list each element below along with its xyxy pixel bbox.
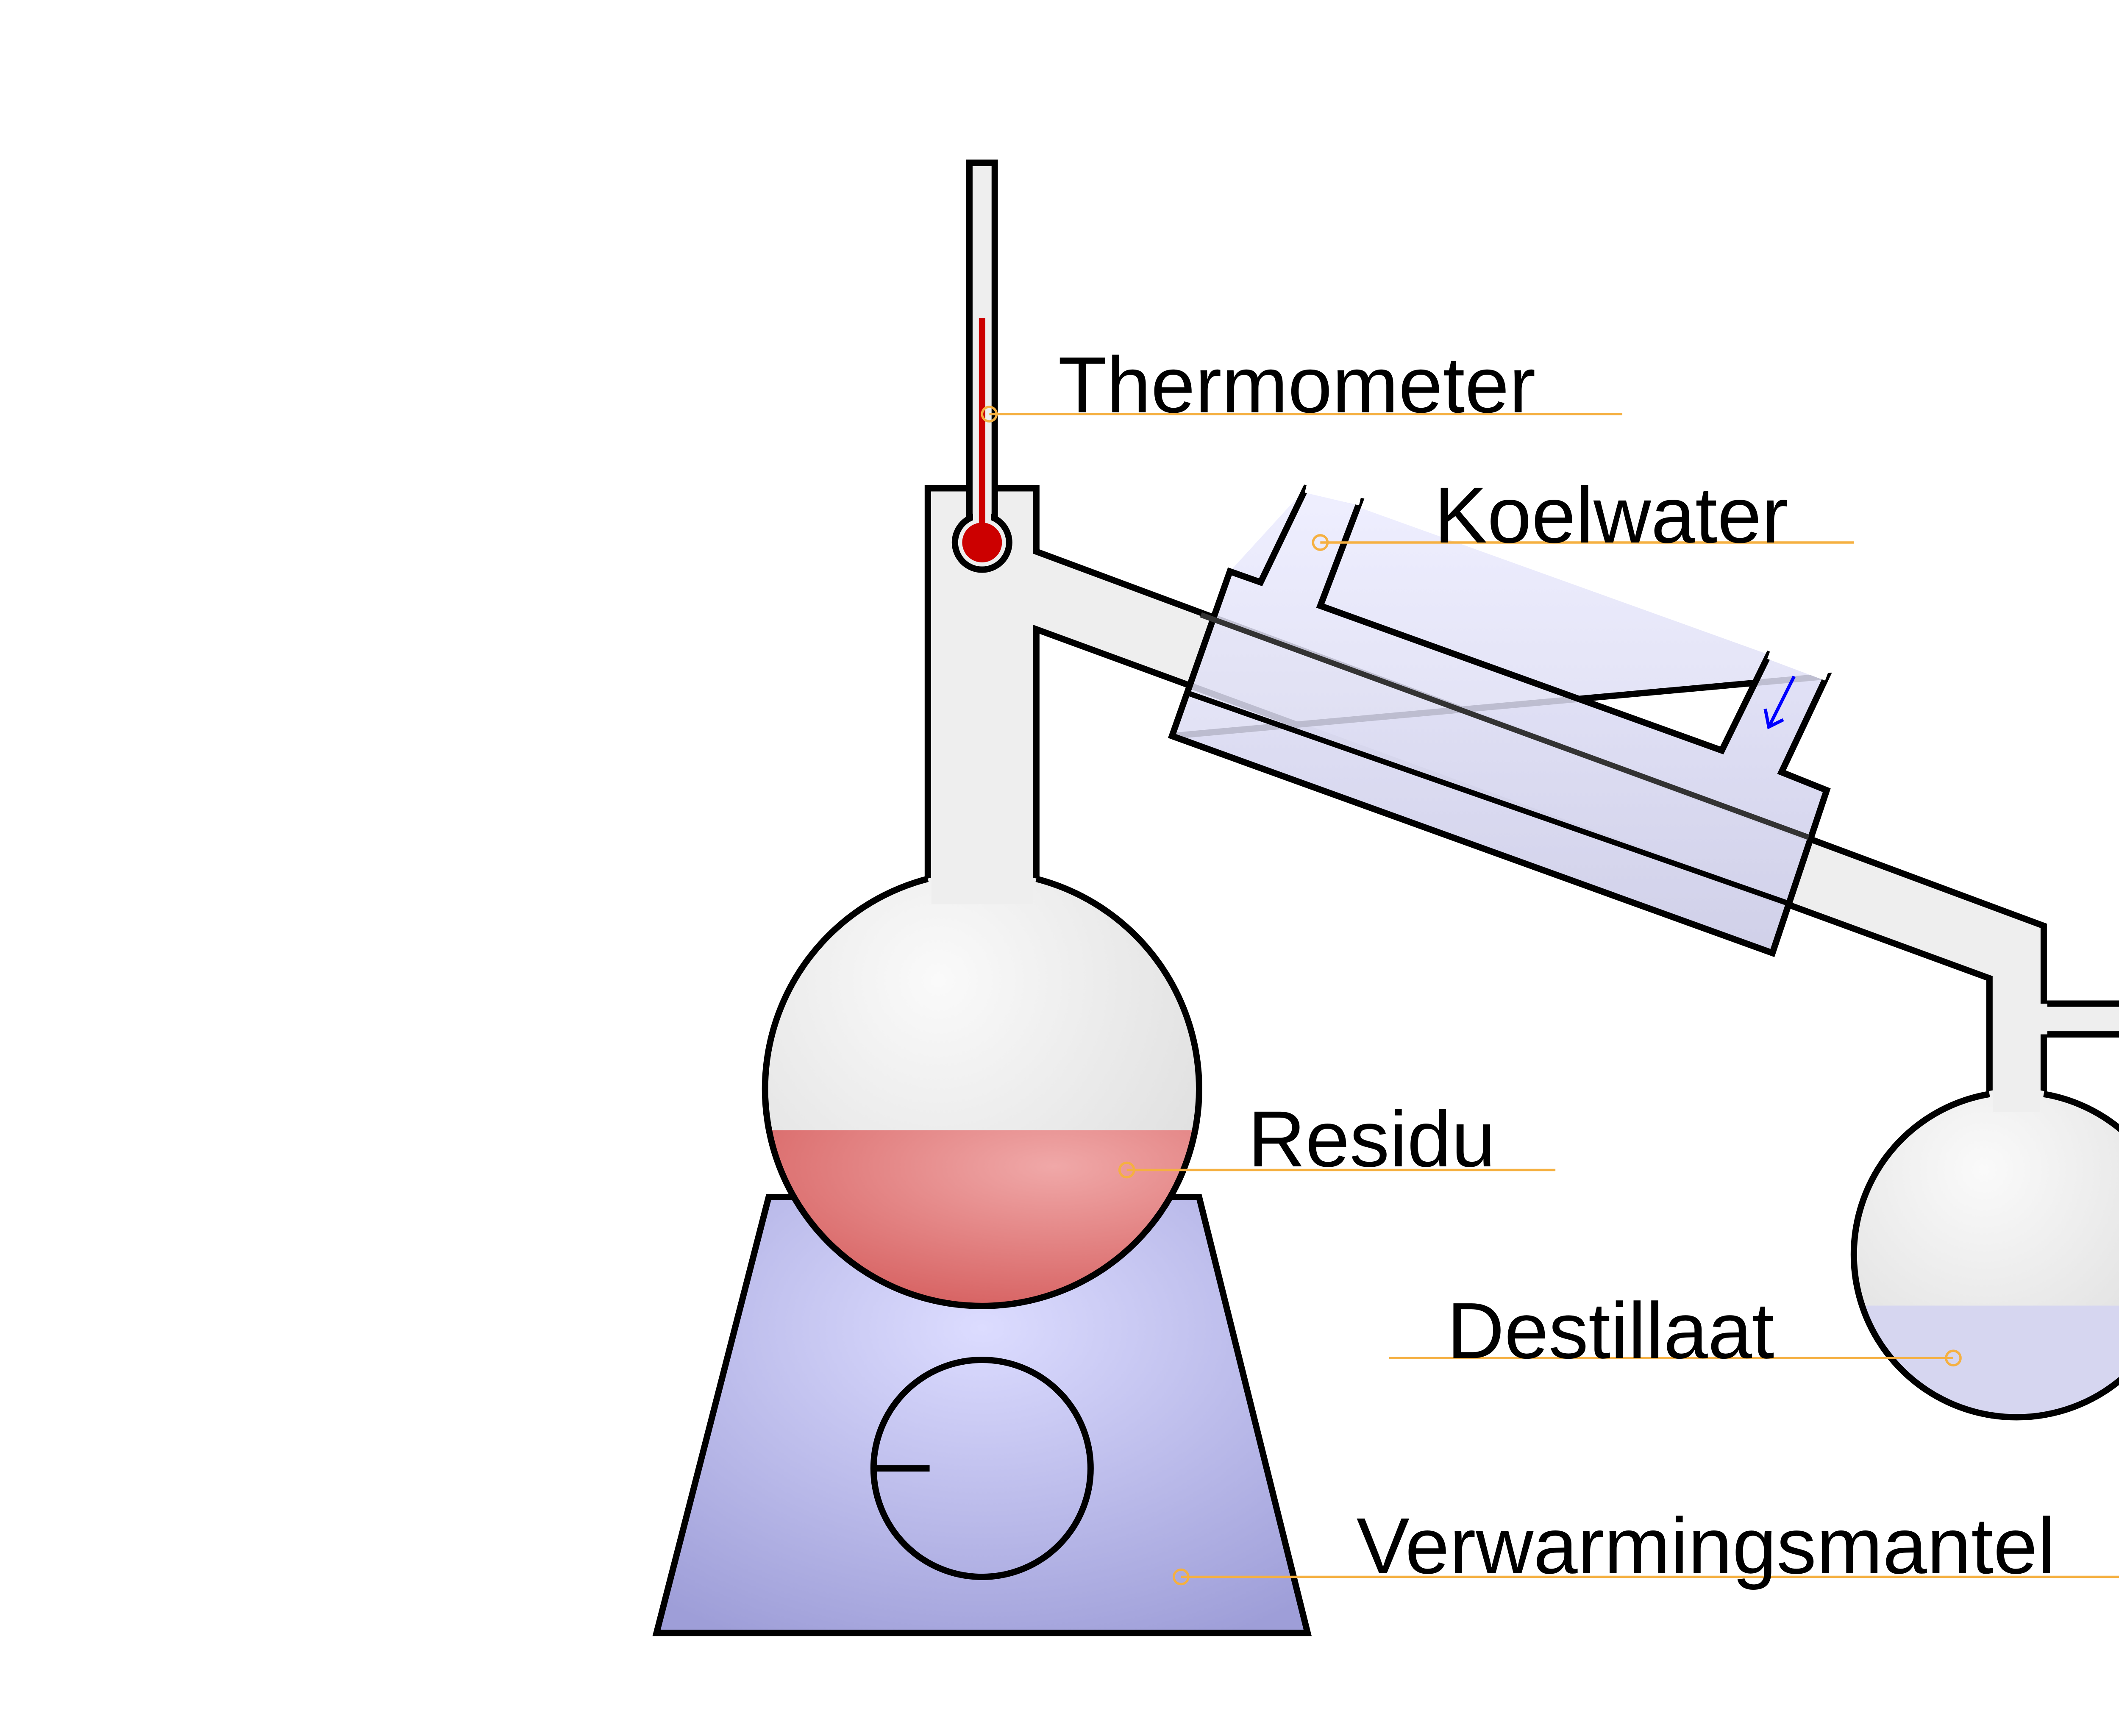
condenser [1168, 484, 1832, 957]
label-residue: Residu [1118, 1094, 1556, 1183]
label-text: Koelwater [1434, 470, 1788, 559]
label-text: Thermometer [1058, 340, 1536, 429]
flow-arrow-icon [1763, 676, 1796, 729]
label-distillate: Destillaat [1389, 1286, 1962, 1375]
thermometer [951, 159, 1012, 573]
label-text: Verwarmingsmantel [1357, 1501, 2055, 1590]
label-thermometer: Thermometer [981, 340, 1623, 429]
mantle-dial [870, 1357, 1094, 1580]
label-text: Destillaat [1447, 1286, 1774, 1375]
receiving-flask [1850, 1067, 2119, 1421]
label-text: Residu [1248, 1094, 1496, 1183]
label-cooling-water: Koelwater [1312, 470, 1854, 559]
label-heating-mantle: Verwarmingsmantel [1172, 1501, 2119, 1590]
